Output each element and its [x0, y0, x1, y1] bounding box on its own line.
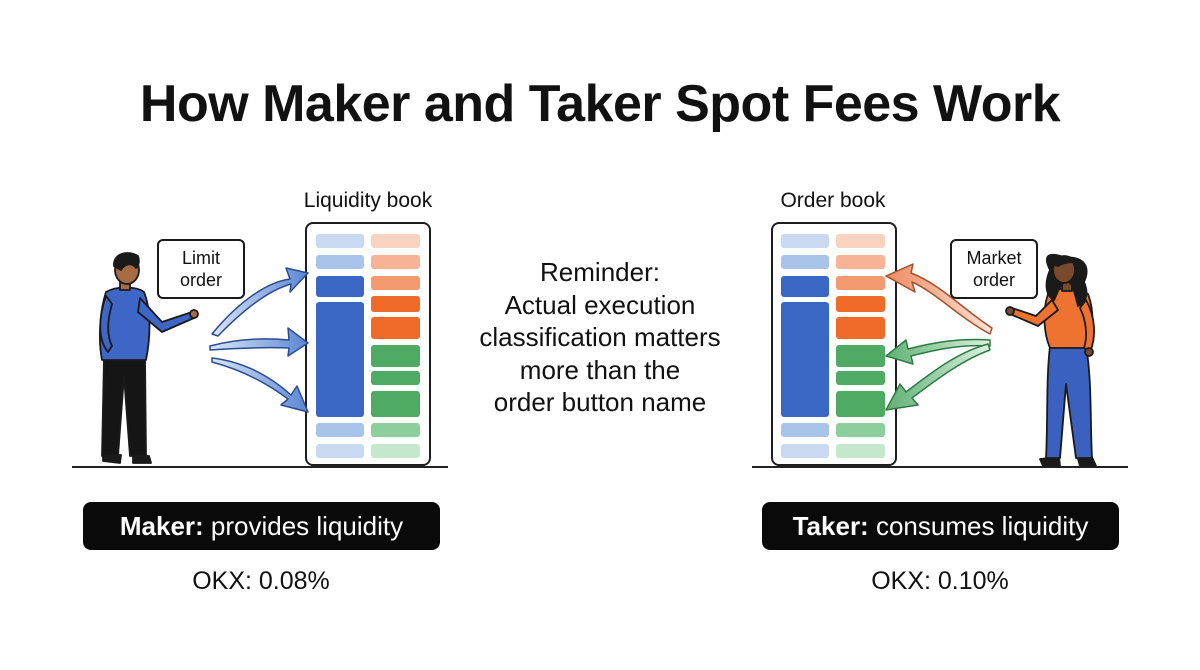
limit-order-line1: Limit — [181, 248, 220, 268]
taker-pill: Taker: consumes liquidity — [762, 502, 1119, 550]
man-figure-icon — [99, 252, 199, 464]
arrow-icon — [885, 338, 991, 365]
reminder-line: more than the — [519, 354, 681, 385]
reminder-text: Reminder: Actual execution classificatio… — [440, 256, 760, 419]
reminder-line: Reminder: — [540, 257, 660, 287]
maker-fee: OKX: 0.08% — [192, 567, 330, 595]
woman-figure-icon — [1005, 253, 1097, 467]
limit-order-line2: order — [179, 270, 223, 290]
liquidity-book-label: Liquidity book — [303, 189, 433, 212]
page-title: How Maker and Taker Spot Fees Work — [139, 75, 1061, 133]
arrow-icon — [211, 267, 309, 337]
order-book — [771, 222, 897, 466]
arrow-icon — [885, 263, 993, 335]
order-book-label: Order book — [780, 189, 886, 212]
taker-fee: OKX: 0.10% — [871, 567, 1009, 595]
arrow-icon — [211, 357, 309, 413]
maker-pill: Maker: provides liquidity — [83, 502, 440, 550]
taker-pill-label: Taker: — [792, 511, 869, 541]
arrow-icon — [209, 327, 309, 357]
market-order-line2: order — [972, 270, 1015, 290]
market-order-line1: Market — [966, 248, 1022, 268]
market-order-callout: Market order — [950, 239, 1038, 299]
arrow-icon — [885, 343, 991, 411]
reminder-line: Actual execution — [504, 289, 696, 320]
taker-pill-text: consumes liquidity — [868, 511, 1089, 541]
maker-pill-text: provides liquidity — [203, 511, 404, 541]
taker-arrows — [885, 263, 993, 411]
reminder-line: order button name — [493, 387, 707, 417]
liquidity-book — [305, 222, 431, 466]
limit-order-callout: Limit order — [157, 239, 245, 299]
reminder-line: classification matters — [479, 322, 721, 352]
maker-pill-label: Maker: — [119, 511, 204, 541]
maker-arrows — [209, 267, 309, 413]
